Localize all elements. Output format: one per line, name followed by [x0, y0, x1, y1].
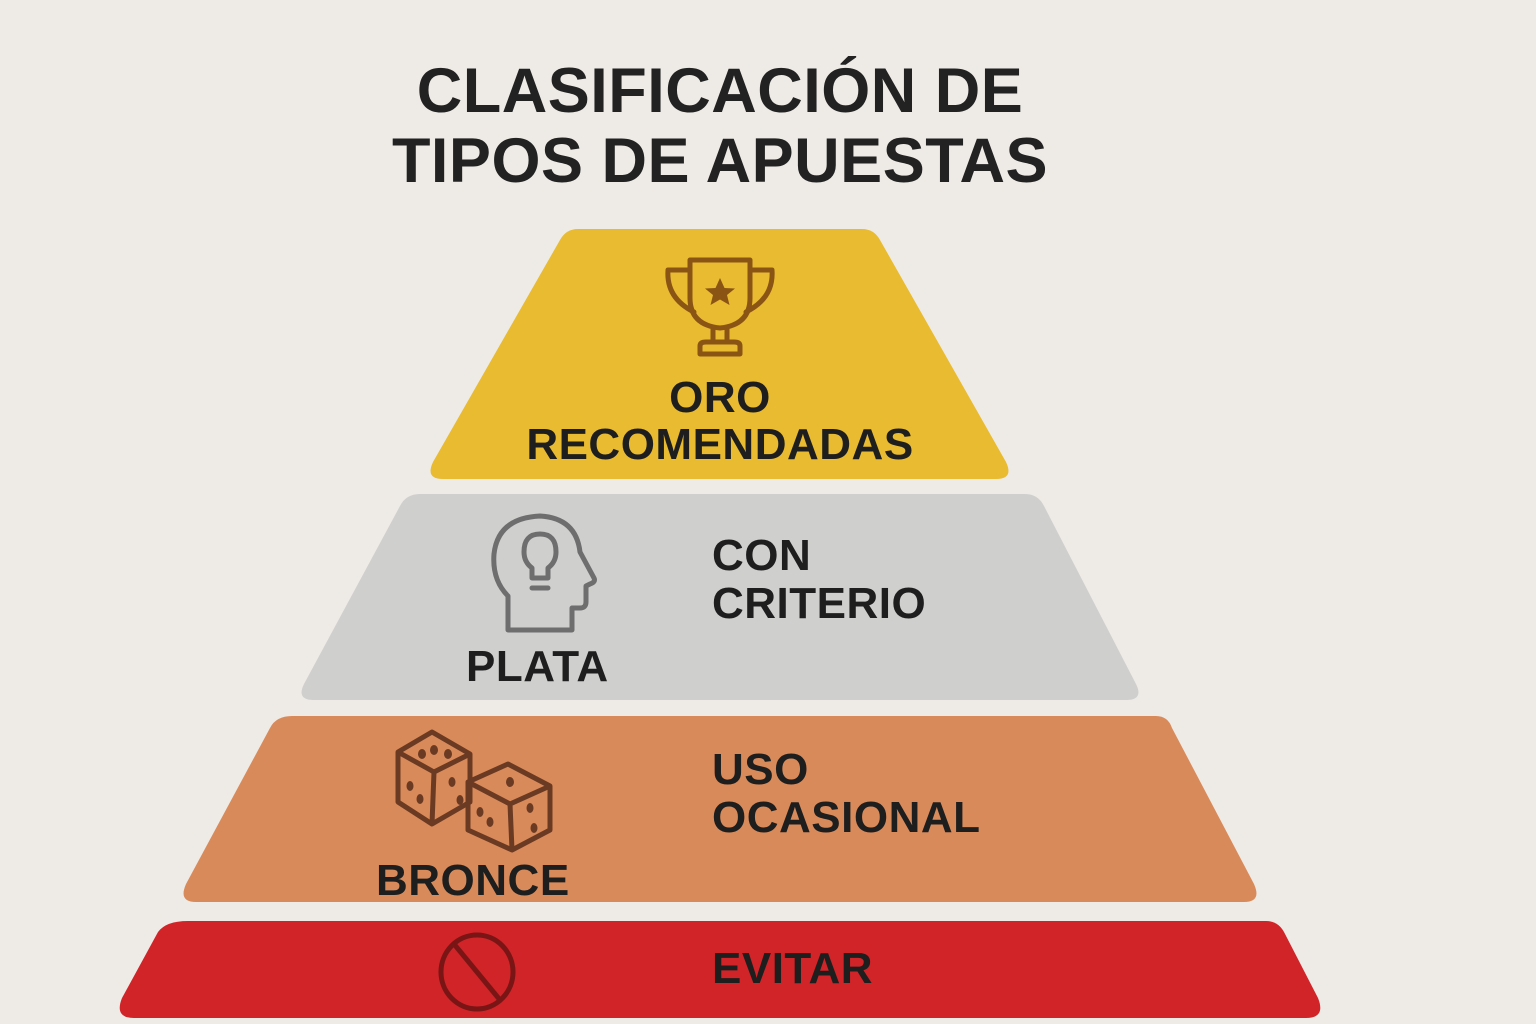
title-line-1: CLASIFICACIÓN DE — [416, 56, 1024, 126]
tier-plata-description-line-2: CRITERIO — [712, 579, 927, 628]
title-line-2: TIPOS DE APUESTAS — [391, 126, 1049, 196]
trophy-star-icon — [665, 257, 775, 357]
tier-plata-name: PLATA — [466, 642, 609, 691]
head-lightbulb-icon — [491, 513, 597, 633]
tier-oro-name: ORO — [669, 373, 771, 422]
tier-plata-description-line-1: CON — [712, 531, 812, 580]
tier-oro-description: RECOMENDADAS — [526, 420, 914, 469]
tier-bronce-name: BRONCE — [376, 856, 570, 905]
tier-bronce-description-line-2: OCASIONAL — [712, 793, 981, 842]
dice-icon — [395, 729, 553, 853]
tier-plata-shape — [301, 494, 1139, 700]
tier-evitar-shape — [119, 921, 1321, 1018]
tier-evitar-name: EVITAR — [712, 944, 874, 993]
page-title: CLASIFICACIÓN DE TIPOS DE APUESTAS — [0, 56, 1440, 196]
tier-bronce-description-line-1: USO — [712, 745, 809, 794]
prohibited-icon — [438, 932, 516, 1012]
